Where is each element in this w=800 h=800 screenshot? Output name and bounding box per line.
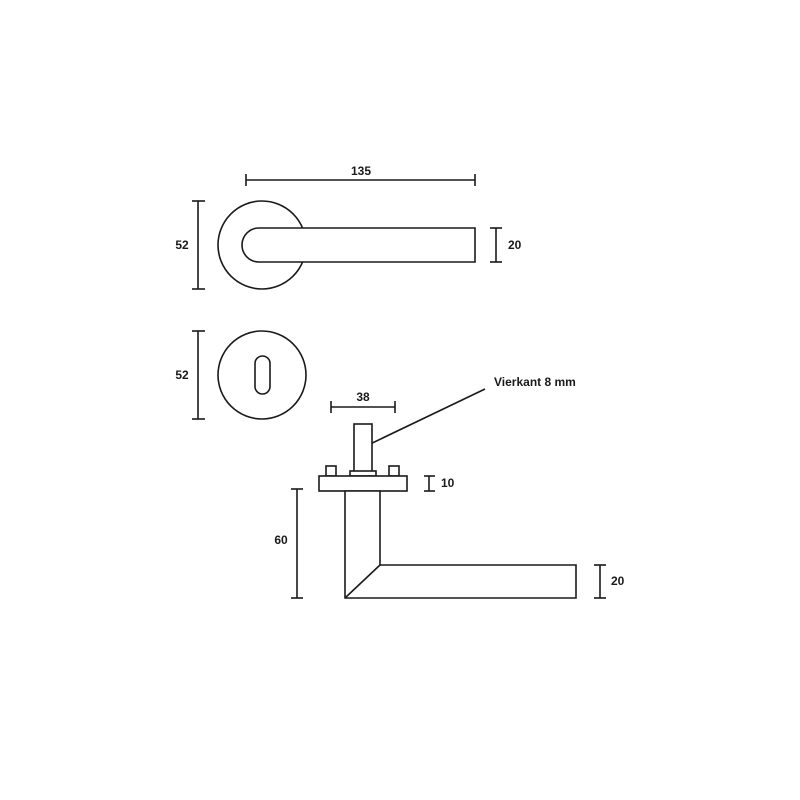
lever-miter-line <box>344 564 381 599</box>
dimension-label-52-escutcheon: 52 <box>175 368 189 382</box>
lever-top-view <box>241 227 476 263</box>
dimension-60: 60 <box>274 488 303 599</box>
dimension-52-escutcheon: 52 <box>175 330 205 420</box>
top-view: 135 52 20 <box>175 164 522 290</box>
side-view: Vierkant 8 mm 38 10 <box>274 375 625 599</box>
dimension-label-38: 38 <box>356 390 370 404</box>
escutcheon-view: 52 <box>175 330 307 420</box>
dimension-label-10: 10 <box>441 476 455 490</box>
dimension-20-side: 20 <box>594 564 625 599</box>
bolt-right <box>388 465 400 477</box>
dimension-135: 135 <box>245 164 476 186</box>
dimension-52-rose: 52 <box>175 200 205 290</box>
dimension-20-top: 20 <box>490 227 522 263</box>
spindle-callout-leader <box>365 388 486 447</box>
dimension-38: 38 <box>330 390 396 413</box>
dimension-label-52-rose: 52 <box>175 238 189 252</box>
dimension-10: 10 <box>424 475 455 492</box>
spindle <box>353 423 373 473</box>
dimension-label-20-top: 20 <box>508 238 522 252</box>
bolt-left <box>325 465 337 477</box>
dimension-label-135: 135 <box>351 164 371 178</box>
spindle-callout-label: Vierkant 8 mm <box>494 375 576 389</box>
keyhole-slot <box>254 355 271 395</box>
lever-side-view <box>344 490 577 599</box>
dimension-label-20-side: 20 <box>611 574 625 588</box>
dimension-label-60: 60 <box>274 533 288 547</box>
base-plate <box>318 475 408 492</box>
